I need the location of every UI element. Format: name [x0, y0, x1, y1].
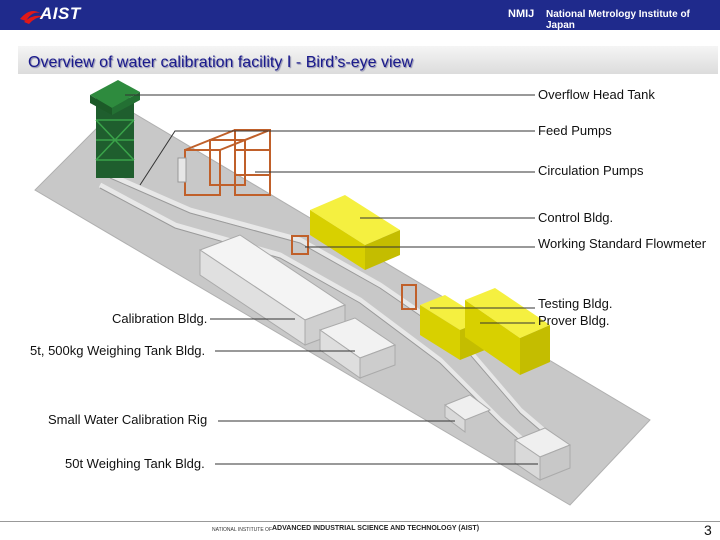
leader-feed-pumps [139, 130, 535, 186]
label-small-water-rig: Small Water Calibration Rig [48, 412, 208, 427]
page-number: 3 [704, 522, 712, 538]
prover-frame [401, 284, 417, 310]
label-working-standard-flowmeter: Working Standard Flowmeter [538, 236, 707, 251]
footer-small-text: NATIONAL INSTITUTE OF [212, 527, 273, 533]
label-weighing-tank-5t: 5t, 500kg Weighing Tank Bldg. [30, 343, 206, 358]
weighing-tank-5t-bldg [318, 317, 397, 379]
footer-org-name: ADVANCED INDUSTRIAL SCIENCE AND TECHNOLO… [272, 525, 480, 532]
pipe-shading [99, 177, 556, 459]
footer-divider [0, 521, 720, 522]
flowmeter-frame [291, 235, 309, 255]
weighing-tank-50t-bldg [513, 427, 572, 481]
overflow-head-tank [90, 80, 140, 178]
control-bldg [310, 195, 400, 270]
aist-swoosh-icon [20, 11, 44, 24]
title-bar [18, 46, 718, 74]
institute-name: National Metrology Institute of Japan [546, 9, 690, 31]
label-feed-pumps: Feed Pumps [538, 123, 612, 138]
label-overflow-head-tank: Overflow Head Tank [538, 87, 655, 102]
label-calibration-bldg: Calibration Bldg. [112, 311, 208, 326]
label-testing-bldg: Testing Bldg. [538, 296, 613, 311]
header-bar: AIST NMIJ National Metrology Institute o… [0, 0, 720, 31]
label-circulation-pumps: Circulation Pumps [538, 163, 644, 178]
leader-lines [125, 94, 538, 465]
calibration-bldg [198, 234, 347, 346]
label-prover-bldg: Prover Bldg. [538, 313, 610, 328]
feed-pumps-tank [177, 157, 187, 183]
pipe-network [98, 172, 557, 457]
label-control-bldg: Control Bldg. [538, 210, 614, 225]
label-weighing-tank-50t: 50t Weighing Tank Bldg. [65, 456, 205, 471]
small-water-rig [443, 394, 492, 433]
prover-bldg [465, 288, 550, 375]
nmij-logo: NMIJ [508, 8, 535, 20]
aist-logo-text: AIST [40, 4, 81, 23]
page-title: Overview of water calibration facility Ⅰ… [28, 54, 413, 71]
